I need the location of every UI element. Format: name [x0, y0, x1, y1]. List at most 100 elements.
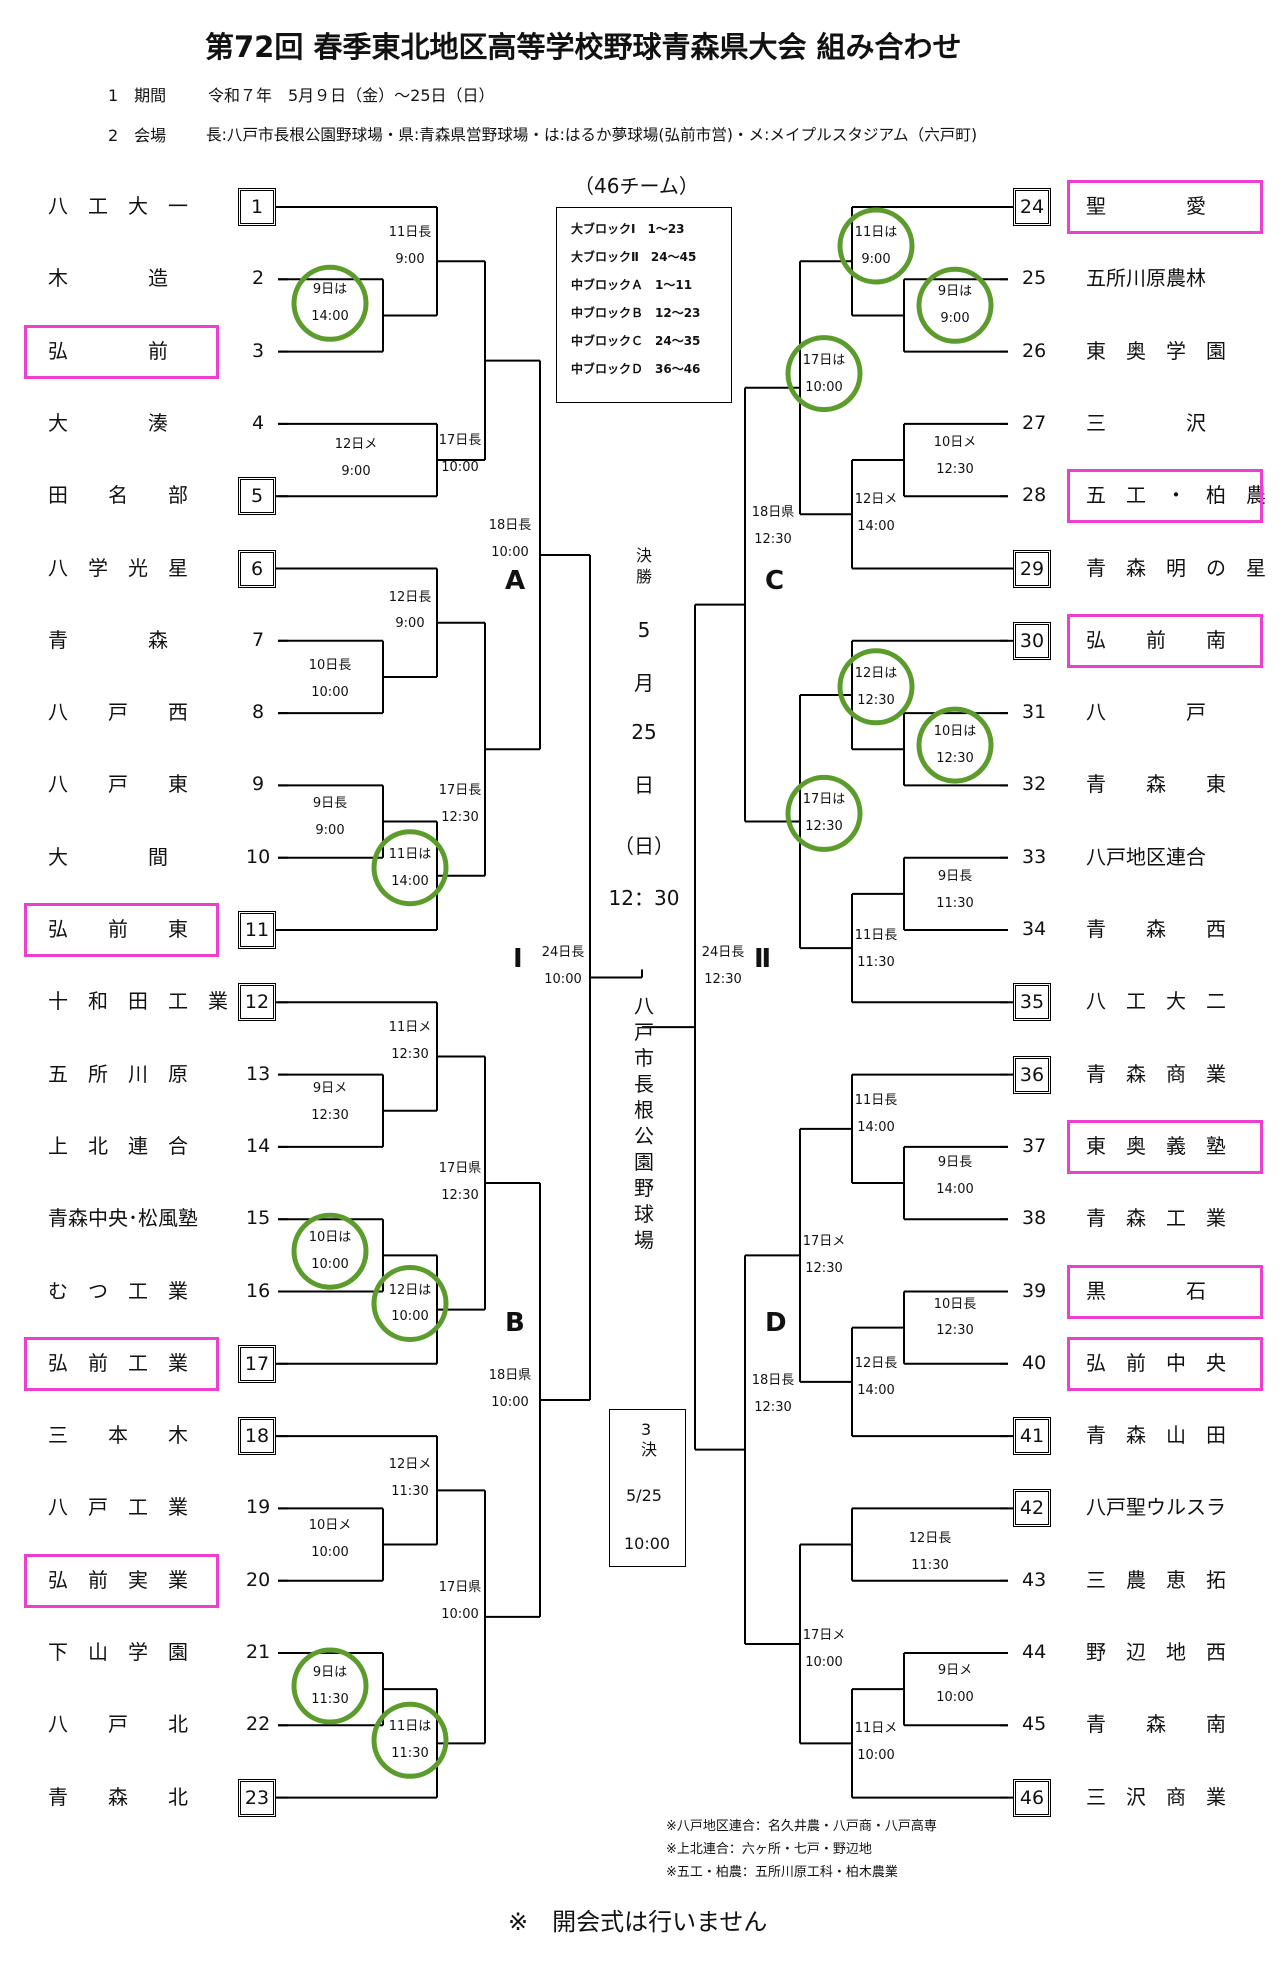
block-legend-row: 大ブロックⅡ 24〜45 — [571, 250, 697, 264]
team-number: 1 — [238, 188, 276, 226]
team-name: 青 森 — [48, 627, 168, 652]
team-name: 八 戸 北 — [48, 1712, 188, 1737]
match-day-venue: 10日メ — [308, 1518, 352, 1534]
match-time: 9:00 — [395, 251, 425, 267]
footer-note: ※ 開会式は行いません — [508, 1908, 768, 1936]
match-day-venue: 17日長 — [438, 782, 482, 798]
final-label: 勝 — [635, 567, 652, 586]
team-name: 上 北 連 合 — [48, 1133, 188, 1158]
team-number: 46 — [1013, 1778, 1051, 1817]
block-label-i: Ⅰ — [513, 944, 523, 974]
team-number: 22 — [246, 1713, 271, 1736]
match-day-venue: 11日長 — [388, 225, 432, 240]
match-time: 12:30 — [441, 1187, 479, 1203]
team-number: 45 — [1022, 1713, 1047, 1736]
final-venue: 市 — [634, 1046, 654, 1070]
team-name: 十 和 田 工 業 — [48, 989, 228, 1014]
final-weekday: （日） — [614, 834, 674, 858]
match-day-venue: 10日は — [933, 724, 977, 740]
third-place-time: 10:00 — [624, 1534, 671, 1553]
match-day-venue: 17日は — [802, 352, 846, 368]
highlight-box — [1067, 1336, 1263, 1391]
match-time: 12:30 — [805, 1261, 843, 1277]
team-number: 4 — [252, 411, 265, 434]
final-venue: 公 — [634, 1124, 654, 1148]
match-time: 11:30 — [391, 1746, 429, 1762]
match-day-venue: 12日メ — [854, 492, 898, 508]
venue-value: 長:八戸市長根公園野球場・県:青森県営野球場・は:はるか夢球場(弘前市営)・メ:… — [206, 126, 978, 144]
block-label-c: C — [765, 566, 785, 596]
block-label-b: B — [505, 1308, 525, 1338]
match-time: 10:00 — [441, 460, 479, 476]
venue-circle-marker — [291, 1212, 369, 1290]
team-number: 33 — [1022, 845, 1047, 868]
team-name: 青 森 西 — [1086, 917, 1226, 941]
match-day-venue: 11日メ — [388, 1020, 432, 1036]
team-name: 野 辺 地 西 — [1086, 1640, 1226, 1664]
team-number: 9 — [252, 773, 265, 796]
match-time: 9:00 — [315, 823, 345, 839]
match-day-venue: 17日は — [802, 792, 846, 808]
final-venue: 園 — [634, 1150, 654, 1174]
match-time: 10:00 — [491, 1395, 529, 1411]
match-day-venue: 9日は — [312, 1665, 348, 1680]
venue-circle-marker — [916, 706, 994, 784]
team-name: 大 湊 — [48, 410, 168, 435]
team-name: 弘 前 中 央 — [1086, 1350, 1226, 1375]
team-name: 三 沢 — [1086, 410, 1206, 435]
highlight-box — [1067, 1119, 1263, 1174]
venue-circle-marker — [371, 829, 449, 907]
match-schedule: 9日長 9:00 — [300, 796, 360, 839]
match-day-venue: 9日長 — [312, 796, 348, 812]
highlight-box — [24, 1553, 219, 1608]
team-number: 38 — [1022, 1207, 1047, 1230]
final-label: 決 — [635, 546, 652, 565]
block-legend-row: 大ブロックⅠ 1〜23 — [571, 222, 685, 236]
match-day-venue: 18日長 — [488, 517, 532, 533]
team-name: 青 森 山 田 — [1086, 1423, 1226, 1448]
team-name: 青 森 明 の 星 — [1086, 555, 1266, 580]
team-number: 18 — [238, 1417, 276, 1456]
match-day-venue: 9日長 — [937, 1154, 973, 1170]
team-number: 32 — [1022, 773, 1047, 796]
team-number: 21 — [246, 1641, 271, 1663]
team-name: 青 森 南 — [1086, 1712, 1226, 1737]
match-day-venue: 11日長 — [854, 928, 898, 943]
venue-circle-marker — [837, 648, 915, 726]
venue-circle-marker — [291, 1647, 369, 1725]
match-day-venue: 12日長 — [854, 1355, 898, 1371]
team-number: 37 — [1022, 1134, 1047, 1157]
team-name: 下 山 学 園 — [48, 1640, 188, 1664]
final-venue: 八 — [634, 994, 654, 1018]
match-day-venue: 17日メ — [802, 1628, 846, 1643]
match-schedule: 10日は 12:30 — [925, 724, 985, 767]
period-value: 令和７年 5月９日（金）〜25日（日） — [208, 86, 495, 105]
match-time: 11:30 — [391, 1484, 429, 1500]
match-time: 12:30 — [936, 751, 974, 767]
match-time: 10:00 — [311, 684, 349, 700]
team-name: 弘 前 工 業 — [48, 1350, 188, 1375]
match-time: 9:00 — [341, 463, 371, 479]
team-number: 10 — [246, 845, 271, 868]
match-time: 9:00 — [861, 251, 891, 267]
team-name: 弘 前 実 業 — [48, 1567, 188, 1592]
note-2: ※上北連合：六ヶ所・七戸・野辺地 — [666, 1842, 872, 1857]
team-name: 三 本 木 — [48, 1423, 188, 1448]
venue-label: 2 会場 — [108, 126, 167, 145]
team-number: 39 — [1022, 1279, 1047, 1302]
